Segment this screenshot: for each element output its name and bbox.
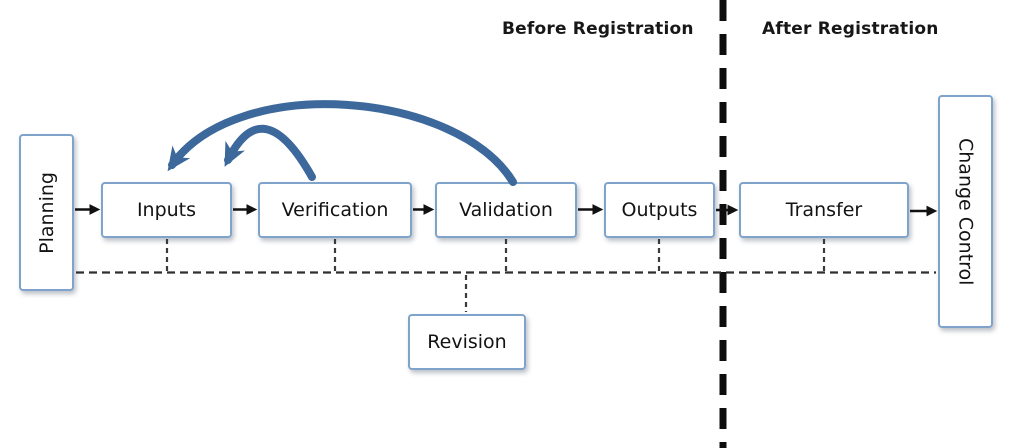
verification-node: Verification (258, 182, 412, 238)
region-label-after: After Registration (762, 19, 939, 39)
inputs-node: Inputs (101, 182, 232, 238)
change-control-node: Change Control (938, 95, 993, 328)
revision-node: Revision (408, 314, 526, 370)
region-label-before: Before Registration (502, 19, 694, 39)
planning-node: Planning (19, 134, 74, 291)
feedback-arrow-verification-to-inputs (224, 124, 316, 181)
validation-node: Validation (435, 182, 577, 238)
planning-label: Planning (35, 171, 58, 254)
change-control-label: Change Control (954, 137, 977, 286)
outputs-node: Outputs (604, 182, 715, 238)
feedback-arrow-validation-to-inputs (167, 100, 517, 186)
transfer-node: Transfer (739, 182, 909, 238)
